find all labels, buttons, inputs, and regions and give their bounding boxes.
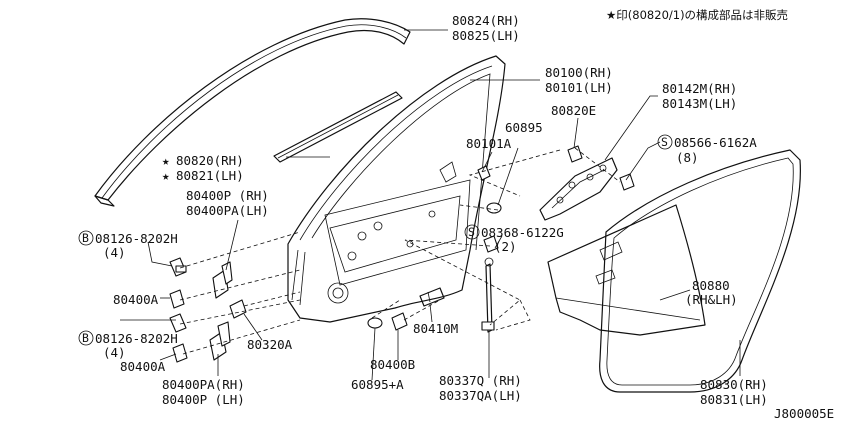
label-80400a-bot: 80400A	[120, 359, 166, 374]
circled-s-letter-2: S	[468, 225, 475, 239]
label-08566: 08566-6162A	[674, 135, 757, 150]
circled-b-letter-1: B	[82, 231, 89, 245]
label-80400p-lh: 80400P (LH)	[162, 392, 245, 407]
label-60895a: 60895+A	[351, 377, 404, 392]
clip-80820e	[567, 145, 583, 163]
label-80400b: 80400B	[370, 357, 415, 372]
clip-80101a	[477, 165, 491, 181]
label-80880: 80880	[692, 278, 730, 293]
circled-b-symbol-2	[78, 330, 94, 346]
sealing-screen	[547, 204, 706, 336]
label-80825: 80825(LH)	[452, 28, 520, 43]
door-hinge-upper	[212, 261, 233, 299]
door-hinge-lower	[209, 321, 231, 361]
circled-b-letter-2: B	[82, 331, 89, 345]
star-symbol-2: ★	[162, 168, 170, 183]
label-80142m: 80142M(RH)	[662, 81, 737, 96]
hinge-bolt-lower	[169, 313, 187, 333]
mirror-bracket	[539, 157, 618, 221]
label-08126-top: 08126-8202H	[95, 231, 178, 246]
label-08368: 08368-6122G	[481, 225, 564, 240]
label-80831: 80831(LH)	[700, 392, 768, 407]
belt-weatherstrip	[273, 91, 403, 163]
non-sale-note: ★印(80820/1)の構成部品は非販売	[606, 8, 788, 22]
circled-b-symbol-1	[78, 230, 94, 246]
label-80101: 80101(LH)	[545, 80, 613, 95]
label-80337qa: 80337QA(LH)	[439, 388, 522, 403]
circled-s-symbol-2	[464, 224, 480, 240]
circled-s-symbol-1	[657, 134, 673, 150]
door-check-link	[481, 257, 495, 333]
plug-60895a	[367, 317, 383, 329]
door-sash-moulding	[94, 18, 411, 207]
leader-lines	[120, 29, 741, 381]
label-80880-sub: (RH&LH)	[685, 292, 738, 307]
hinge-bolt-a-upper	[169, 289, 185, 309]
label-80400a-top: 80400A	[113, 292, 159, 307]
hinge-pin-80320a	[229, 299, 247, 319]
label-80337q: 80337Q (RH)	[439, 373, 522, 388]
bolt-80400b	[391, 312, 408, 331]
label-80410m: 80410M	[413, 321, 458, 336]
screw-08566	[619, 173, 635, 191]
door-weatherstrip	[599, 149, 801, 393]
label-80100: 80100(RH)	[545, 65, 613, 80]
label-80101a: 80101A	[466, 136, 512, 151]
hinge-bolt-a-lower	[172, 343, 188, 363]
circled-s-letter-1: S	[661, 135, 668, 149]
screw-08368	[483, 235, 499, 253]
label-80400p-rh: 80400P (RH)	[186, 188, 269, 203]
figure-code: J800005E	[774, 406, 834, 421]
label-08126-bot: 08126-8202H	[95, 331, 178, 346]
label-80820e: 80820E	[551, 103, 596, 118]
lock-striker	[419, 287, 445, 307]
star-symbol-1: ★	[162, 153, 170, 168]
label-80400pa-rh: 80400PA(RH)	[162, 377, 245, 392]
label-80143m: 80143M(LH)	[662, 96, 737, 111]
label-80820: 80820(RH)	[176, 153, 244, 168]
plug-60895	[486, 202, 502, 214]
label-60895: 60895	[505, 120, 543, 135]
label-80320a: 80320A	[247, 337, 293, 352]
label-80830: 80830(RH)	[700, 377, 768, 392]
label-08368-qty: (2)	[494, 239, 517, 254]
door-panel	[287, 55, 506, 323]
label-80400pa-lh: 80400PA(LH)	[186, 203, 269, 218]
label-80824: 80824(RH)	[452, 13, 520, 28]
label-08126-top-qty: (4)	[103, 245, 126, 260]
label-80821: 80821(LH)	[176, 168, 244, 183]
hinge-bolt-upper	[169, 257, 187, 277]
label-08126-bot-qty: (4)	[103, 345, 126, 360]
label-08566-qty: (8)	[676, 150, 699, 165]
